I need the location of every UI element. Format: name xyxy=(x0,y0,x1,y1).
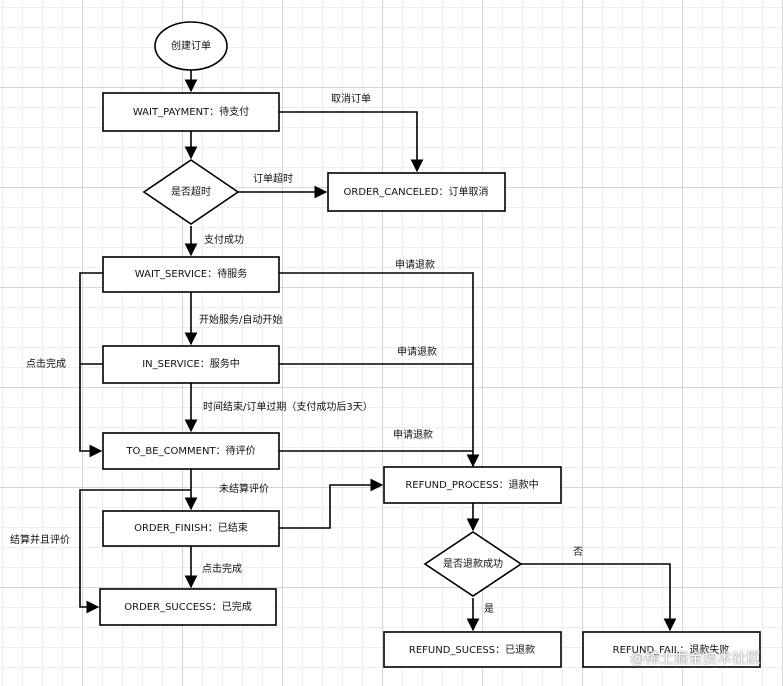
label-start-service: 开始服务/自动开始 xyxy=(199,313,282,326)
label-to-be-comment: TO_BE_COMMENT：待评价 xyxy=(125,444,255,457)
label-order-timeout: 订单超时 xyxy=(253,172,293,185)
edge-cancel-order xyxy=(279,111,424,173)
label-click-complete: 点击完成 xyxy=(202,562,242,575)
node-to-be-comment xyxy=(102,432,280,470)
node-is-refund-success xyxy=(423,531,523,597)
node-wait-payment xyxy=(102,92,280,132)
label-yes: 是 xyxy=(484,603,494,615)
label-wait-payment: WAIT_PAYMENT：待支付 xyxy=(133,105,249,118)
label-unsettled-comment: 未结算评价 xyxy=(219,482,269,495)
node-labels: 创建订单 WAIT_PAYMENT：待支付 是否超时 ORDER_CANCELE… xyxy=(124,39,729,656)
node-order-canceled xyxy=(327,172,506,212)
label-refund-sucess: REFUND_SUCESS：已退款 xyxy=(409,643,535,656)
node-refund-process xyxy=(383,466,562,504)
node-order-success xyxy=(99,588,277,626)
label-wait-service: WAIT_SERVICE：待服务 xyxy=(135,267,247,280)
label-refund-fail: REFUND_FAIL：退款失败 xyxy=(613,643,730,656)
node-is-timeout xyxy=(142,159,240,225)
watermark: @稀土掘金技术社区 xyxy=(630,651,761,667)
label-order-finish: ORDER_FINISH：已结束 xyxy=(134,521,248,534)
label-pay-success: 支付成功 xyxy=(204,233,244,246)
node-wait-service xyxy=(102,256,280,293)
label-refund-process: REFUND_PROCESS：退款中 xyxy=(405,478,538,491)
label-no: 否 xyxy=(573,546,583,558)
node-in-service xyxy=(102,345,280,384)
label-in-service: IN_SERVICE：服务中 xyxy=(142,357,240,370)
edge-refund-from-wait-service xyxy=(279,272,480,468)
label-is-refund-success: 是否退款成功 xyxy=(443,557,503,570)
nodes xyxy=(99,21,761,668)
label-refund-request-3: 申请退款 xyxy=(393,428,433,441)
label-order-success: ORDER_SUCCESS：已完成 xyxy=(124,600,251,613)
label-settle-and-comment: 结算并且评价 xyxy=(10,533,70,546)
node-order-finish xyxy=(102,510,280,547)
label-is-timeout: 是否超时 xyxy=(171,185,211,198)
node-refund-fail xyxy=(582,631,761,668)
edge-labels: 取消订单 订单超时 支付成功 申请退款 开始服务/自动开始 申请退款 点击完成 … xyxy=(10,92,583,615)
label-cancel-order: 取消订单 xyxy=(331,92,371,105)
edges xyxy=(79,70,677,632)
node-create-order xyxy=(154,21,228,71)
edge-settle-and-comment xyxy=(79,489,191,614)
edge-finish-to-refund-process xyxy=(279,478,384,529)
label-refund-request-2: 申请退款 xyxy=(397,345,437,358)
label-time-end: 时间结束/订单过期（支付成功后3天） xyxy=(203,400,373,413)
label-create-order: 创建订单 xyxy=(171,39,211,52)
node-refund-sucess xyxy=(383,631,562,668)
edge-refund-no xyxy=(521,563,677,632)
label-refund-request-1: 申请退款 xyxy=(395,258,435,271)
edge-click-complete-left xyxy=(79,272,103,458)
label-order-canceled: ORDER_CANCELED：订单取消 xyxy=(344,185,489,198)
label-click-complete-left: 点击完成 xyxy=(26,357,66,370)
